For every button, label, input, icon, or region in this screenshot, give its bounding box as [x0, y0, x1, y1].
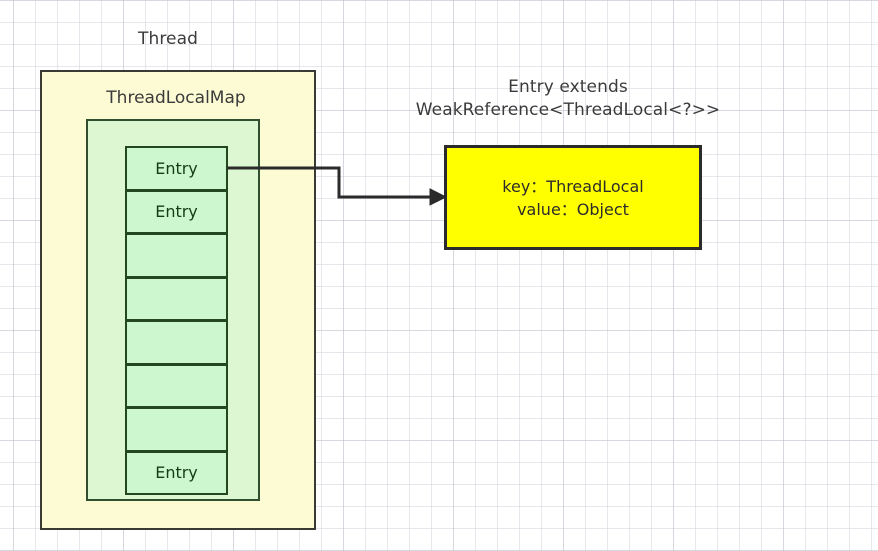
entry-value-line: value：Object — [517, 199, 629, 219]
entry-cell-empty — [125, 233, 228, 278]
entry-key-line: key：ThreadLocal — [502, 176, 644, 196]
entry-detail-heading-line1: Entry extends — [508, 77, 628, 97]
entry-detail-heading-line2: WeakReference<ThreadLocal<?>> — [415, 100, 721, 120]
entry-cell-filled: Entry — [125, 189, 228, 234]
thread-label: Thread — [137, 29, 199, 49]
entry-cell-empty — [125, 320, 228, 365]
entry-cell-empty — [125, 363, 228, 408]
entry-cell-filled: Entry — [125, 450, 228, 495]
entry-cell-empty — [125, 276, 228, 321]
entry-detail-box: key：ThreadLocal value：Object — [444, 145, 702, 250]
threadlocalmap-label: ThreadLocalMap — [106, 88, 246, 108]
entry-cell-filled: Entry — [125, 146, 228, 191]
entry-cell-empty — [125, 407, 228, 452]
